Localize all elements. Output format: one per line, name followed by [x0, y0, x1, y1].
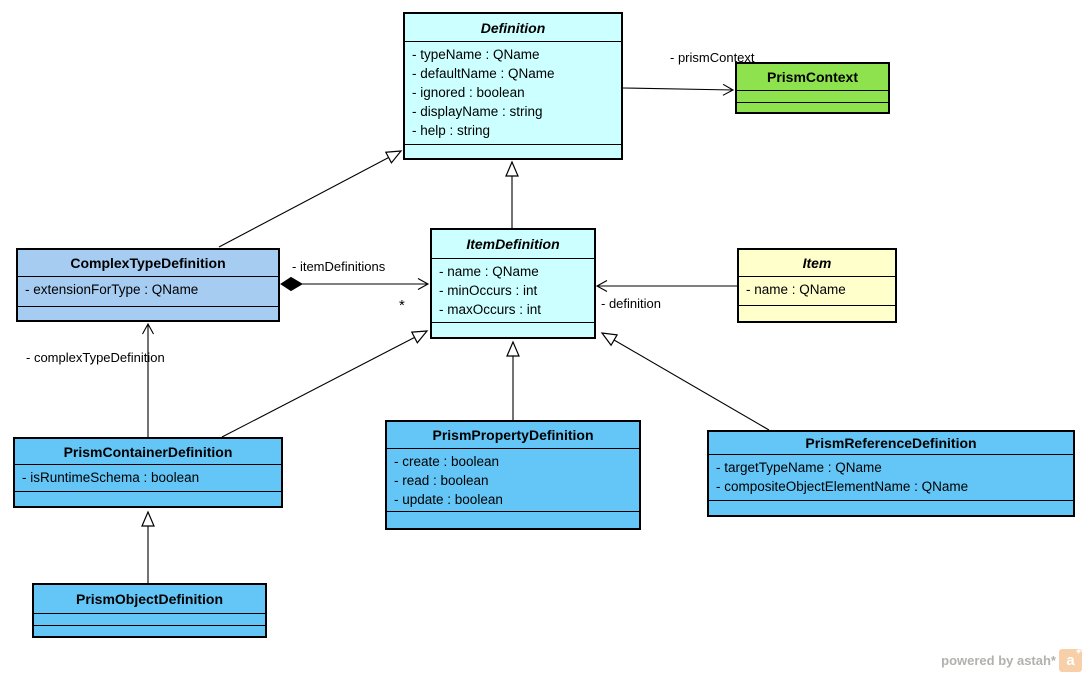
attribute: - name : QName — [746, 282, 846, 297]
astah-logo-icon: a — [1059, 647, 1082, 672]
edge-association-definition-prismcontext — [622, 83, 735, 96]
class-prismcontext-attributes — [737, 91, 888, 103]
class-prismpropertydefinition: PrismPropertyDefinition - create : boole… — [385, 420, 641, 530]
attribute: - help : string — [412, 123, 491, 138]
attribute: - defaultName : QName — [412, 66, 555, 81]
class-item-attributes: - name : QName — [739, 277, 895, 306]
class-prismobjectdefinition-attributes — [34, 614, 265, 626]
class-prismobjectdefinition-methods — [34, 626, 265, 636]
class-prismreferencedefinition-methods — [709, 501, 1073, 515]
watermark: powered by astah* a — [941, 647, 1082, 672]
edge-generalization-complextypedefinition-definition — [218, 150, 403, 248]
class-item: Item - name : QName — [737, 248, 897, 323]
class-itemdefinition: ItemDefinition - name : QName - minOccur… — [430, 228, 596, 339]
class-item-methods — [739, 306, 895, 321]
class-prismcontainerdefinition-attributes: - isRuntimeSchema : boolean — [15, 465, 281, 492]
class-definition-title: Definition — [405, 14, 621, 42]
role-label-prismcontext: - prismContext — [670, 50, 755, 65]
class-complextypedefinition-methods — [18, 307, 278, 320]
class-prismobjectdefinition: PrismObjectDefinition — [32, 583, 267, 638]
attribute: - typeName : QName — [412, 47, 540, 62]
class-prismreferencedefinition-title: PrismReferenceDefinition — [709, 432, 1073, 455]
attribute: - create : boolean — [394, 454, 500, 469]
class-complextypedefinition-attributes: - extensionForType : QName — [18, 277, 278, 307]
class-definition: Definition - typeName : QName - defaultN… — [403, 12, 623, 160]
class-prismreferencedefinition: PrismReferenceDefinition - targetTypeNam… — [707, 430, 1075, 517]
watermark-text: powered by astah* — [941, 653, 1056, 668]
class-prismreferencedefinition-attributes: - targetTypeName : QName - compositeObje… — [709, 455, 1073, 501]
edge-aggregation-complextypedefinition-itemdefinition — [280, 276, 430, 292]
class-definition-methods — [405, 145, 621, 158]
attribute: - targetTypeName : QName — [716, 460, 882, 475]
attribute: - ignored : boolean — [412, 85, 525, 100]
attribute: - read : boolean — [394, 473, 489, 488]
attribute: - name : QName — [439, 264, 539, 279]
attribute: - extensionForType : QName — [25, 282, 199, 297]
attribute: - maxOccurs : int — [439, 302, 542, 317]
class-prismcontext: PrismContext — [735, 62, 890, 114]
class-itemdefinition-methods — [432, 323, 594, 337]
attribute: - isRuntimeSchema : boolean — [22, 470, 200, 485]
class-prismpropertydefinition-title: PrismPropertyDefinition — [387, 422, 639, 449]
class-item-title: Item — [739, 250, 895, 277]
class-itemdefinition-title: ItemDefinition — [432, 230, 594, 259]
class-prismpropertydefinition-attributes: - create : boolean - read : boolean - up… — [387, 449, 639, 512]
attribute: - minOccurs : int — [439, 283, 538, 298]
role-label-itemdefinitions: - itemDefinitions — [292, 259, 386, 274]
class-prismcontainerdefinition: PrismContainerDefinition - isRuntimeSche… — [13, 437, 283, 508]
edge-generalization-prismreferencedefinition-itemdefinition — [600, 332, 770, 431]
class-prismcontainerdefinition-methods — [15, 492, 281, 506]
role-label-definition: - definition — [601, 296, 661, 311]
edge-generalization-prismcontainerdefinition-itemdefinition — [221, 330, 429, 438]
class-prismpropertydefinition-methods — [387, 512, 639, 528]
class-prismcontext-title: PrismContext — [737, 64, 888, 91]
attribute: - displayName : string — [412, 104, 543, 119]
attribute: - compositeObjectElementName : QName — [716, 479, 969, 494]
class-complextypedefinition: ComplexTypeDefinition - extensionForType… — [16, 248, 280, 322]
attribute: - update : boolean — [394, 492, 503, 507]
multiplicity-label-itemdefinitions: * — [399, 297, 405, 314]
class-definition-attributes: - typeName : QName - defaultName : QName… — [405, 42, 621, 145]
class-prismcontainerdefinition-title: PrismContainerDefinition — [15, 439, 281, 465]
class-prismobjectdefinition-title: PrismObjectDefinition — [34, 585, 265, 614]
role-label-complextypedefinition: - complexTypeDefinition — [26, 350, 165, 365]
class-complextypedefinition-title: ComplexTypeDefinition — [18, 250, 278, 277]
class-itemdefinition-attributes: - name : QName - minOccurs : int - maxOc… — [432, 259, 594, 323]
class-prismcontext-methods — [737, 103, 888, 112]
